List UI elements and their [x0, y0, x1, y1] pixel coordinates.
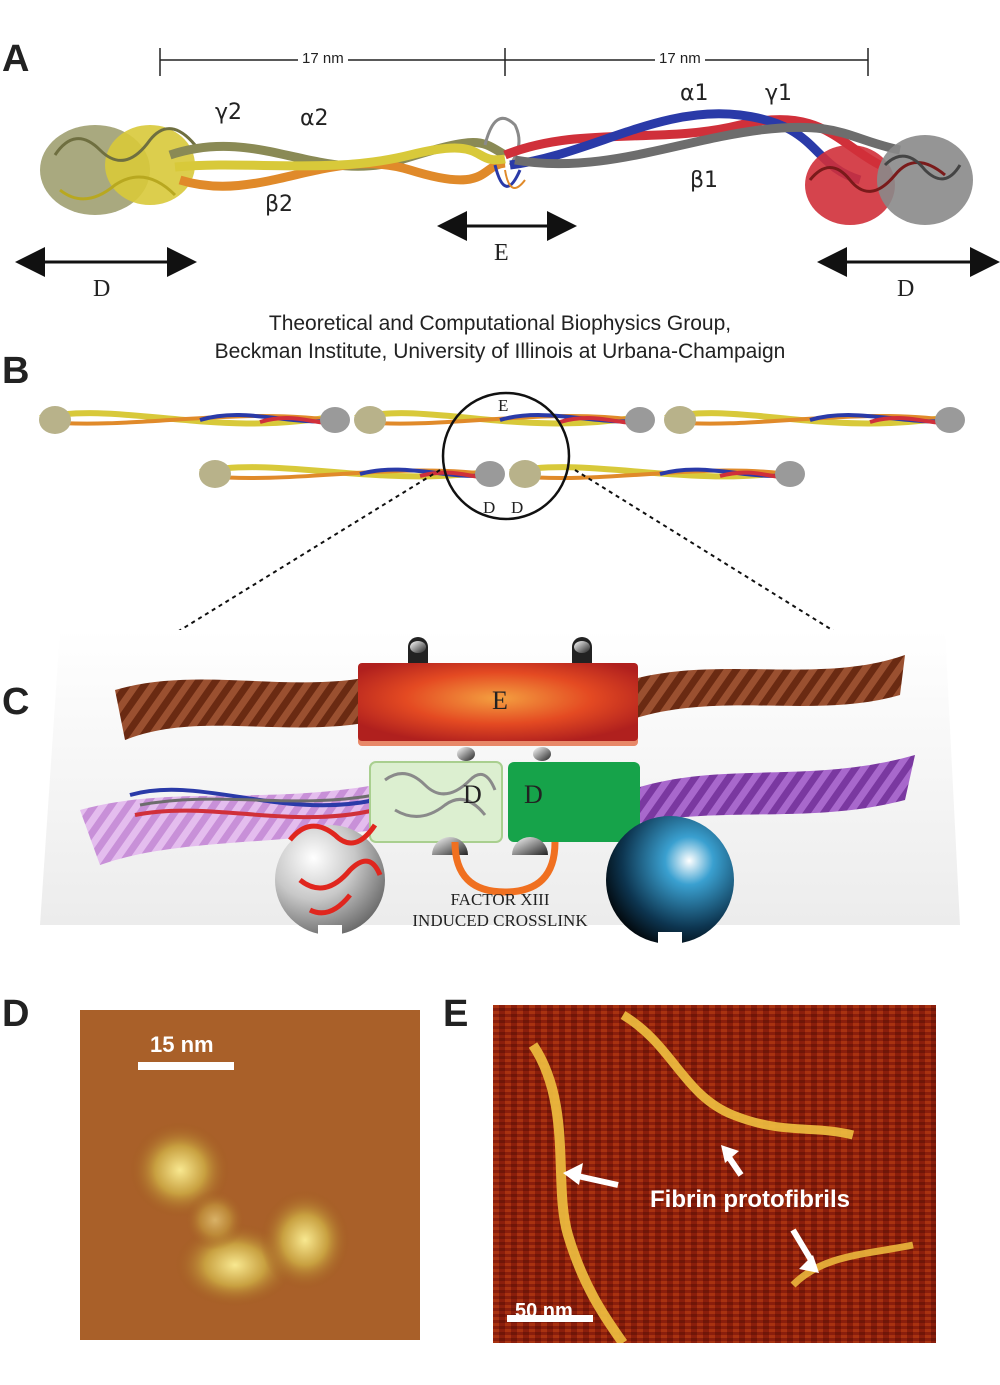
scale-bar-50nm — [507, 1315, 593, 1322]
e-domain-box — [358, 637, 638, 761]
afm-e-scale-label: 50 nm — [515, 1300, 573, 1322]
zoom-lines — [134, 469, 846, 659]
protofibril-3 — [790, 1241, 914, 1288]
brown-fiber-right — [630, 655, 905, 720]
brown-fiber-left — [115, 675, 380, 740]
panel-label-b: B — [2, 350, 30, 392]
afm-image-protofibrils — [493, 1005, 936, 1343]
crosslink-arc — [451, 841, 559, 896]
d-box-label-left: D — [463, 780, 482, 809]
credit-line-1: Theoretical and Computational Biophysics… — [268, 312, 732, 335]
arrow-to-fibril-3 — [790, 1228, 814, 1262]
afm-image-single-molecule — [80, 1010, 420, 1340]
panel-label-d: D — [2, 993, 30, 1035]
left-coiled-coil — [168, 138, 508, 191]
circle-label-d-left: D — [483, 498, 496, 517]
zoom-circle — [441, 391, 571, 521]
scale-label-left: 17 nm — [298, 50, 348, 67]
top-row-molecules — [39, 406, 965, 434]
panel-label-c: C — [2, 681, 30, 723]
circle-label-d-right: D — [511, 498, 524, 517]
domain-arrows — [14, 211, 1000, 277]
e-box-label: E — [492, 686, 508, 715]
scale-label-right: 17 nm — [655, 50, 705, 67]
panel-label-a: A — [2, 38, 30, 80]
gray-sphere — [275, 825, 385, 935]
chain-label-gamma1: γ1 — [765, 81, 793, 106]
d-box-label-right: D — [524, 780, 543, 809]
crosslink-label-2: INDUCED CROSSLINK — [412, 911, 588, 930]
fibrinogen-molecule — [40, 109, 973, 225]
chain-label-alpha2: α2 — [300, 106, 329, 131]
protofibril-1 — [528, 1042, 628, 1343]
chain-label-alpha1: α1 — [680, 81, 709, 106]
protofibril-label: Fibrin protofibrils — [650, 1186, 850, 1213]
left-d-globule — [40, 125, 197, 215]
domain-label-d-left: D — [93, 276, 111, 302]
domain-label-d-right: D — [897, 276, 915, 302]
afm-d-scale-label: 15 nm — [150, 1032, 214, 1057]
schematic-crosslink — [40, 630, 960, 946]
crosslink-label-1: FACTOR XIII — [450, 890, 550, 909]
purple-fiber-right — [630, 755, 915, 825]
circle-label-e: E — [498, 396, 509, 415]
d-domain-box-dark — [508, 762, 640, 842]
scale-bar-15nm — [138, 1062, 234, 1070]
bottom-row-molecules — [199, 460, 805, 488]
credit-line-2: Beckman Institute, University of Illinoi… — [214, 340, 786, 363]
blue-sphere — [606, 816, 734, 944]
chain-label-beta2: β2 — [265, 192, 294, 217]
domain-label-e: E — [494, 240, 509, 266]
right-d-globule — [805, 135, 973, 225]
panel-a-scale-bars — [159, 48, 869, 76]
chain-label-gamma2: γ2 — [215, 100, 243, 125]
panel-label-e: E — [443, 993, 469, 1035]
protofibril-stack — [39, 391, 965, 521]
protofibril-2 — [620, 1011, 855, 1140]
chain-label-beta1: β1 — [690, 168, 719, 193]
